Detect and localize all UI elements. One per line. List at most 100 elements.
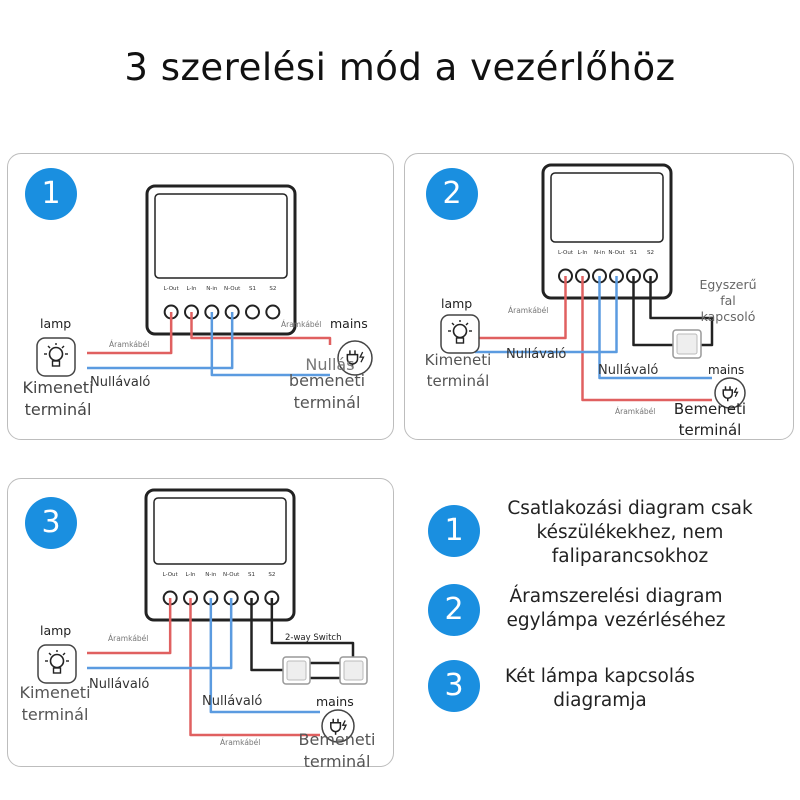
terminal-label: S2 xyxy=(268,572,275,578)
mains-label: mains xyxy=(330,316,368,331)
neutral-wire-in xyxy=(210,312,330,377)
input-terminal-label: terminál xyxy=(679,421,742,439)
terminal-label: N-in xyxy=(206,286,218,292)
bolt-icon xyxy=(341,720,348,731)
single-wall-switch-label: fal xyxy=(720,293,736,308)
live-wire-out xyxy=(87,312,173,355)
live-cable-label: Áramkábél xyxy=(108,634,148,643)
bulb-base xyxy=(52,667,62,674)
switch-wire xyxy=(270,598,355,660)
panel-1-badge: 1 xyxy=(25,168,77,220)
controller-inner-frame xyxy=(153,497,287,565)
bulb-frame xyxy=(440,314,480,354)
output-terminal-label: Kimeneti xyxy=(19,683,90,702)
terminal-label: L-Out xyxy=(163,572,179,578)
bulb-ray xyxy=(47,345,51,349)
terminal-label: L-In xyxy=(185,572,196,578)
neutral-label: Nullávaló xyxy=(202,694,262,709)
live-cable-label: Áramkábél xyxy=(508,306,548,315)
bolt-icon xyxy=(733,387,739,398)
lamp-label: lamp xyxy=(441,296,472,311)
output-terminal-label: terminál xyxy=(25,400,92,419)
neutral-input-label: Nullás xyxy=(305,355,354,374)
single-wall-switch-label: Egyszerű xyxy=(699,277,756,292)
legend-1-badge: 1 xyxy=(428,505,480,557)
bulb-base xyxy=(455,337,465,344)
mains-plug-icon xyxy=(321,709,355,743)
output-terminal-label: terminál xyxy=(22,705,89,724)
neutral-wire-in xyxy=(598,276,712,380)
live-wire-in xyxy=(190,312,332,345)
live-wire-in xyxy=(581,276,712,402)
legend-1-text: Csatlakozási diagram csak készülékekhez,… xyxy=(507,498,753,567)
lamp-label: lamp xyxy=(40,623,71,638)
terminal-label: N-in xyxy=(205,572,217,578)
controller-body xyxy=(144,488,296,622)
live-cable-label: Áramkábél xyxy=(281,320,321,329)
neutral-wire-out xyxy=(475,276,618,354)
input-terminal-label: terminál xyxy=(304,752,371,771)
controller-body xyxy=(145,184,297,336)
bulb-frame xyxy=(36,337,76,377)
terminal-label: N-Out xyxy=(608,250,625,256)
switch-rocker xyxy=(286,660,307,681)
switch-wire xyxy=(649,276,714,347)
bulb-base xyxy=(51,360,61,367)
switch-wire xyxy=(250,598,285,672)
legend-3-badge: 3 xyxy=(428,660,480,712)
plug-body xyxy=(722,389,733,399)
terminal-label: N-in xyxy=(594,250,606,256)
terminal-label: S2 xyxy=(647,250,654,256)
two-way-switch-label: 2-way Switch xyxy=(285,633,341,643)
mains-plug-icon xyxy=(337,340,373,376)
two-way-switch-2 xyxy=(339,656,368,685)
terminal-label: S1 xyxy=(249,286,256,292)
neutral-wire-out xyxy=(87,312,234,370)
input-terminal-label: Bemeneti xyxy=(674,400,746,418)
neutral-label: Nullávaló xyxy=(506,347,566,362)
plug-body xyxy=(346,353,359,365)
legend-2-badge: 2 xyxy=(428,584,480,636)
two-way-switch-1 xyxy=(282,656,311,685)
neutral-wire-in xyxy=(209,598,320,714)
live-cable-label: Áramkábél xyxy=(109,340,149,349)
output-terminal-label: Kimeneti xyxy=(425,351,492,369)
legend-3-text: Két lámpa kapcsolás diagramja xyxy=(505,666,695,711)
panel-3-badge: 3 xyxy=(25,497,77,549)
controller-inner-frame xyxy=(154,193,288,279)
single-wall-switch-label: kapcsoló xyxy=(701,309,756,324)
neutral-label: Nullávaló xyxy=(89,677,149,692)
lamp-icon xyxy=(37,644,77,684)
switch-rocker xyxy=(343,660,364,681)
terminal-label: S2 xyxy=(269,286,276,292)
terminal-screw xyxy=(265,304,281,320)
switch-wire xyxy=(632,276,675,347)
mains-label: mains xyxy=(708,363,744,377)
bulb-ray xyxy=(451,322,455,326)
terminal-label: S1 xyxy=(630,250,637,256)
mains-label: mains xyxy=(316,694,354,709)
bulb-ray xyxy=(465,322,469,326)
lamp-icon xyxy=(36,337,76,377)
neutral-input-label: terminál xyxy=(294,393,361,412)
bulb-ray xyxy=(62,652,66,656)
plug-frame xyxy=(337,340,373,376)
terminal-label: L-In xyxy=(577,250,588,256)
mains-plug-icon xyxy=(714,377,746,409)
bulb-frame xyxy=(37,644,77,684)
output-terminal-label: Kimeneti xyxy=(22,378,93,397)
terminal-label: S1 xyxy=(248,572,255,578)
page-title: 3 szerelési mód a vezérlőhöz xyxy=(124,46,676,89)
input-terminal-label: Bemeneti xyxy=(299,730,376,749)
neutral-input-label: bemeneti xyxy=(289,371,365,390)
output-terminal-label: terminál xyxy=(427,372,490,390)
terminal-label: L-Out xyxy=(164,286,180,292)
terminal-label: L-Out xyxy=(558,250,574,256)
bulb-ray xyxy=(48,652,52,656)
terminal-screw xyxy=(245,304,260,320)
live-cable-label: Áramkábél xyxy=(615,407,655,416)
